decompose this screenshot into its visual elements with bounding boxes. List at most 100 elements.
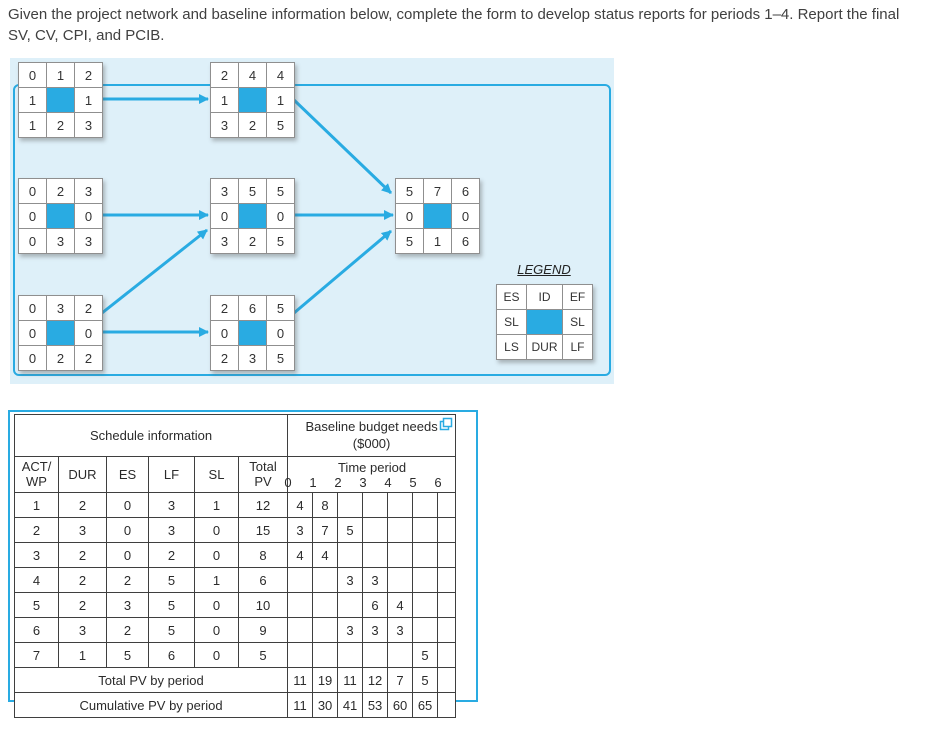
node-cell-id: 3 [47, 296, 75, 321]
cell-pv: 6 [237, 567, 289, 593]
total-pv-period-4: 12 [362, 667, 389, 693]
cell-period-3 [337, 642, 364, 668]
cell-period-4: 3 [362, 567, 389, 593]
cell-period-filler [437, 617, 457, 643]
node-cell-es: 5 [396, 179, 424, 204]
node-cell-lf: 5 [267, 346, 295, 371]
cell-period-5 [387, 567, 414, 593]
cumulative-pv-label: Cumulative PV by period [13, 692, 289, 718]
cell-period-6 [412, 617, 439, 643]
cell-act: 4 [14, 567, 59, 593]
cell-period-6 [412, 567, 439, 593]
node-cell-fill [239, 88, 267, 113]
node-activity-1: 0 1 2 1 1 1 2 3 [18, 62, 103, 138]
cumulative-pv-period-4: 53 [362, 692, 389, 718]
cell-period-1: 4 [287, 492, 314, 518]
node-cell-fill [47, 88, 75, 113]
table-row-activity-4: 4 2 2 5 1 6 3 3 [14, 567, 457, 593]
cell-act: 3 [14, 542, 59, 568]
legend-cell-ef: EF [563, 285, 593, 310]
cell-act: 1 [14, 492, 59, 518]
empty-corner [437, 667, 457, 693]
cell-period-5: 4 [387, 592, 414, 618]
node-cell-ef: 6 [452, 179, 480, 204]
cell-period-4 [362, 492, 389, 518]
cell-lf: 6 [148, 642, 195, 668]
node-cell-sl-right: 0 [267, 321, 295, 346]
node-cell-ef: 3 [75, 179, 103, 204]
cell-lf: 5 [148, 567, 195, 593]
node-activity-6: 2 6 5 0 0 2 3 5 [210, 295, 295, 371]
cell-period-5 [387, 517, 414, 543]
cell-period-2: 4 [312, 542, 339, 568]
node-cell-dur: 3 [47, 229, 75, 254]
network-arrows-layer [13, 84, 611, 376]
node-activity-7: 5 7 6 0 0 5 1 6 [395, 178, 480, 254]
cell-period-2 [312, 592, 339, 618]
cell-period-filler [437, 542, 457, 568]
cell-es: 2 [106, 617, 149, 643]
cell-period-5 [387, 642, 414, 668]
node-cell-ls: 3 [211, 229, 239, 254]
cell-act: 2 [14, 517, 59, 543]
node-activity-4: 2 4 4 1 1 3 2 5 [210, 62, 295, 138]
table-row-activity-2: 2 3 0 3 0 15 3 7 5 [14, 517, 457, 543]
node-cell-lf: 5 [267, 229, 295, 254]
cell-period-5: 3 [387, 617, 414, 643]
cell-sl: 0 [194, 542, 239, 568]
node-activity-2: 0 2 3 0 0 0 3 3 [18, 178, 103, 254]
cell-es: 5 [106, 642, 149, 668]
node-cell-es: 2 [211, 63, 239, 88]
node-cell-lf: 5 [267, 113, 295, 138]
cumulative-pv-period-3: 41 [337, 692, 364, 718]
node-cell-es: 0 [19, 296, 47, 321]
node-cell-sl-left: 1 [19, 88, 47, 113]
node-cell-sl-right: 1 [267, 88, 295, 113]
cell-sl: 0 [194, 642, 239, 668]
node-cell-sl-left: 1 [211, 88, 239, 113]
time-period-header: Time period 0 1 2 3 4 5 6 [284, 456, 457, 493]
cell-period-6 [412, 542, 439, 568]
cell-period-filler [437, 642, 457, 668]
col-header-lf: LF [148, 456, 195, 493]
cell-act: 6 [14, 617, 59, 643]
cell-period-6 [412, 592, 439, 618]
col-header-total-pv: Total PV [237, 456, 289, 493]
node-cell-id: 5 [239, 179, 267, 204]
node-cell-sl-right: 1 [75, 88, 103, 113]
baseline-budget-table: Schedule information Baseline budget nee… [13, 414, 457, 718]
cell-pv: 5 [237, 642, 289, 668]
cell-es: 3 [106, 592, 149, 618]
node-cell-id: 1 [47, 63, 75, 88]
cell-lf: 3 [148, 492, 195, 518]
total-pv-period-3: 11 [337, 667, 364, 693]
time-period-label: Time period [337, 460, 407, 475]
cell-lf: 5 [148, 592, 195, 618]
cell-period-2: 8 [312, 492, 339, 518]
cell-period-1 [287, 567, 314, 593]
node-cell-ef: 5 [267, 179, 295, 204]
cell-period-3 [337, 542, 364, 568]
total-pv-period-2: 19 [312, 667, 339, 693]
node-cell-sl-right: 0 [452, 204, 480, 229]
legend-cell-lf: LF [563, 335, 593, 360]
legend-cell-dur: DUR [527, 335, 563, 360]
node-cell-id: 6 [239, 296, 267, 321]
cumulative-pv-period-1: 11 [287, 692, 314, 718]
arrow-4-to-7 [292, 98, 393, 195]
cell-pv: 9 [237, 617, 289, 643]
legend-title: LEGEND [517, 262, 571, 277]
node-cell-sl-left: 0 [211, 204, 239, 229]
legend-cell-sl-right: SL [563, 310, 593, 335]
cell-period-filler [437, 492, 457, 518]
cell-period-2 [312, 617, 339, 643]
node-cell-lf: 2 [75, 346, 103, 371]
cell-pv: 12 [237, 492, 289, 518]
node-cell-ef: 5 [267, 296, 295, 321]
node-cell-sl-left: 0 [396, 204, 424, 229]
table-row-activity-5: 5 2 3 5 0 10 6 4 [14, 592, 457, 618]
expand-icon[interactable] [439, 417, 453, 431]
cell-dur: 3 [58, 517, 107, 543]
cell-period-3 [337, 592, 364, 618]
cell-period-1: 4 [287, 542, 314, 568]
